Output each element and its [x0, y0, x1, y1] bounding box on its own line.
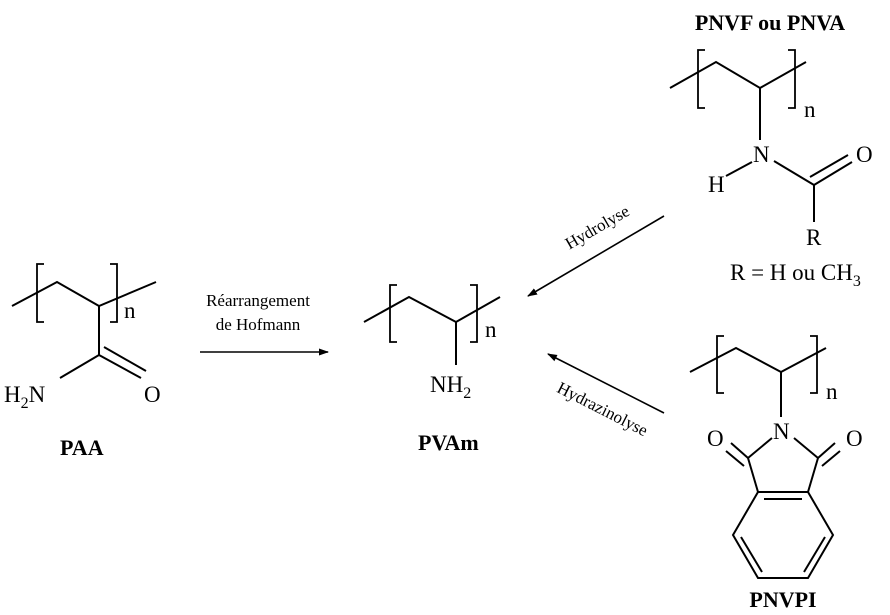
paa-structure: n H2N O PAA — [4, 263, 161, 460]
hydrazinolysis-arrow — [547, 353, 665, 414]
pnvf-r-definition: R = H ou CH3 — [730, 260, 861, 290]
pnvf-name: PNVF ou PNVA — [695, 10, 845, 35]
pvam-amine-nh2: NH2 — [430, 372, 471, 402]
paa-amide-nh2: H2N — [4, 382, 46, 412]
pnvpi-repeat-n: n — [826, 379, 838, 404]
pvam-structure: n NH2 PVAm — [363, 284, 501, 455]
pnvf-r-group: R — [806, 225, 822, 250]
pnvpi-name: PNVPI — [749, 587, 816, 612]
hydrazinolysis-label: Hydrazinolyse — [554, 378, 651, 440]
pnvf-repeat-n: n — [804, 97, 816, 122]
hydrolysis-arrow — [527, 215, 665, 297]
hofmann-label-line2: de Hofmann — [216, 315, 301, 334]
pnvpi-n-atom: N — [773, 419, 790, 444]
hydrolysis-label: Hydrolyse — [562, 201, 633, 253]
hydrazinolysis-reaction: Hydrazinolyse — [547, 353, 665, 440]
paa-carbonyl-o: O — [144, 382, 161, 407]
paa-repeat-n: n — [124, 298, 136, 323]
pnvpi-carbonyl-o-right: O — [846, 426, 863, 451]
pnvf-n-atom: N — [753, 142, 770, 167]
pnvpi-structure: n N O O PNVPI — [689, 335, 863, 612]
hofmann-reaction: Réarrangement de Hofmann — [200, 291, 329, 356]
pnvf-carbonyl-o: O — [856, 142, 873, 167]
hofmann-label-line1: Réarrangement — [206, 291, 310, 310]
pnvf-structure: PNVF ou PNVA n N H O R R = H ou CH3 — [669, 10, 873, 290]
hydrolysis-reaction: Hydrolyse — [527, 201, 665, 297]
pvam-repeat-n: n — [485, 317, 497, 342]
pvam-name: PVAm — [418, 430, 479, 455]
pnvpi-carbonyl-o-left: O — [707, 426, 724, 451]
pnvf-h-atom: H — [708, 172, 725, 197]
paa-name: PAA — [60, 435, 104, 460]
